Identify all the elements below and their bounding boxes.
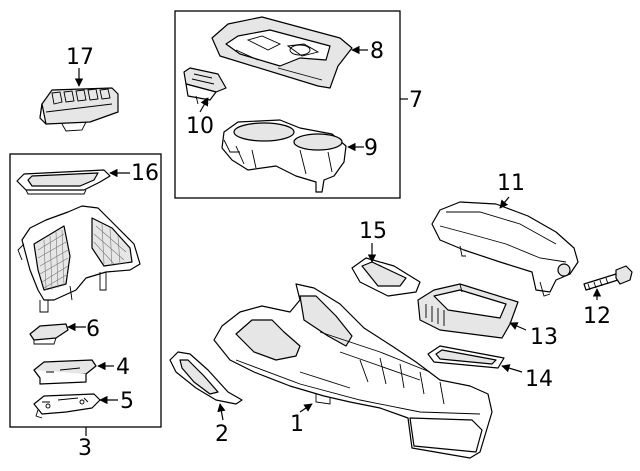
part-6-clip (29, 323, 69, 345)
callout-10: 10 (186, 114, 214, 139)
callout-16: 16 (131, 161, 159, 186)
callout-14: 14 (525, 367, 553, 392)
callout-7: 7 (409, 88, 423, 113)
callout-12: 12 (583, 304, 611, 329)
callout-2: 2 (215, 422, 229, 447)
part-4-module (33, 359, 97, 385)
callout-15: 15 (359, 219, 387, 244)
callout-11: 11 (497, 171, 525, 196)
part-1-console (213, 283, 493, 459)
part-5-bracket (33, 393, 101, 419)
part-14-mat (427, 345, 505, 369)
part-17-switch (39, 87, 119, 132)
callout-5: 5 (120, 389, 134, 414)
part-15-tray (351, 257, 421, 297)
callout-13: 13 (530, 325, 558, 350)
callout-3: 3 (78, 436, 92, 461)
part-bracket-grid (17, 205, 141, 313)
part-10-switch (183, 67, 227, 105)
group-box-7 (174, 10, 401, 199)
part-12-bolt (583, 265, 633, 291)
part-13-bin (417, 283, 519, 339)
part-8-trim-plate (211, 16, 353, 89)
part-11-armrest (431, 201, 579, 297)
part-2-side-trim (169, 351, 243, 405)
part-9-cup-holder (221, 119, 347, 193)
callout-8: 8 (370, 39, 384, 64)
group-box-3 (9, 153, 162, 428)
callout-6: 6 (86, 317, 100, 342)
callout-1: 1 (290, 412, 304, 437)
callout-4: 4 (116, 355, 130, 380)
callout-17: 17 (66, 45, 94, 70)
part-16-tray (16, 169, 111, 195)
callout-9: 9 (364, 136, 378, 161)
